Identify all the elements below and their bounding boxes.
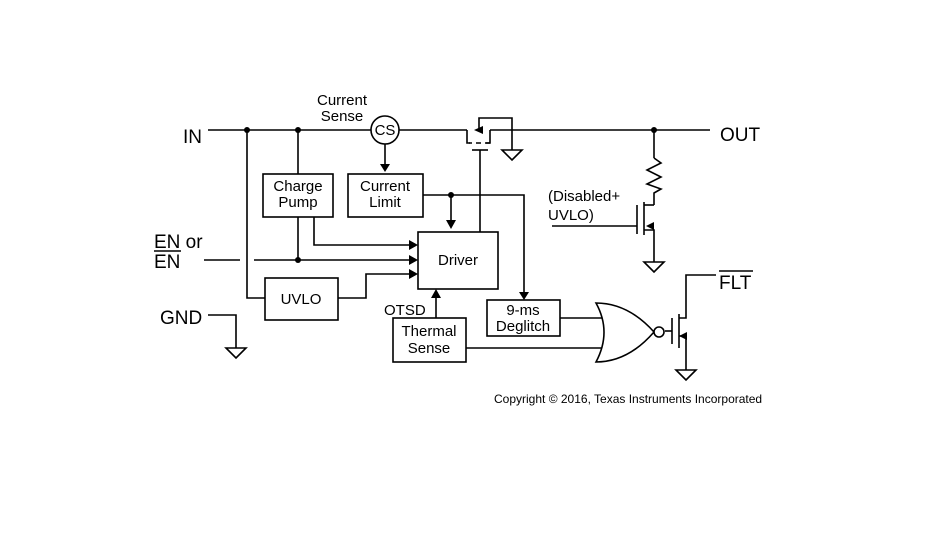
otsd-label: OTSD [384,302,426,319]
svg-text:Sense: Sense [408,340,451,357]
arrow-cs-to-limit [380,164,390,172]
cs-label: CS [375,122,396,139]
svg-text:Pump: Pump [278,194,317,211]
arrow-pulldown-fet [646,222,654,230]
svg-text:Driver: Driver [438,252,478,269]
pin-en: EN or [154,232,203,253]
svg-text:9-ms: 9-ms [506,302,539,319]
svg-text:Deglitch: Deglitch [496,318,550,335]
pin-out: OUT [720,125,761,146]
svg-text:Charge: Charge [273,178,322,195]
thermal-sense-block: Thermal Sense [392,317,467,363]
copyright-text: Copyright © 2016, Texas Instruments Inco… [494,392,762,406]
arrow-to-deglitch [519,292,529,300]
arrow-thermal-to-driver [431,289,441,298]
disabled-label: (Disabled+ [548,188,620,205]
ground-icon [642,261,666,274]
or-gate-icon [594,302,656,363]
current-sense-icon [370,115,400,145]
pin-in: IN [183,127,202,148]
inverter-bubble-icon [653,326,665,338]
arrow-en-to-driver [409,255,418,265]
pin-en-bar: EN [154,252,180,273]
junction-dots [244,127,657,263]
arrow-pump-to-driver [409,240,418,250]
arrow-flt-fet [679,332,687,340]
current-limit-block: Current Limit [347,173,424,218]
deglitch-block: 9-ms Deglitch [486,299,561,337]
arrow-uvlo-to-driver [409,269,418,279]
pin-gnd: GND [160,308,202,329]
current-sense-label: Sense [321,108,364,125]
arrowheads [380,164,687,340]
pass-fet [466,117,524,162]
current-sense-label: Current [317,92,368,109]
charge-pump-block: Charge Pump [262,173,334,218]
uvlo-block: UVLO [264,277,339,321]
svg-text:Limit: Limit [369,194,402,211]
svg-text:Thermal: Thermal [401,323,456,340]
ground-icon [224,347,248,360]
pin-flt: FLT [719,273,752,294]
ground-icon [674,369,698,382]
svg-text:Current: Current [360,178,411,195]
svg-text:UVLO: UVLO [281,291,322,308]
arrow-limit-to-driver [446,220,456,229]
driver-block: Driver [417,231,499,290]
disabled-label: UVLO) [548,207,594,224]
